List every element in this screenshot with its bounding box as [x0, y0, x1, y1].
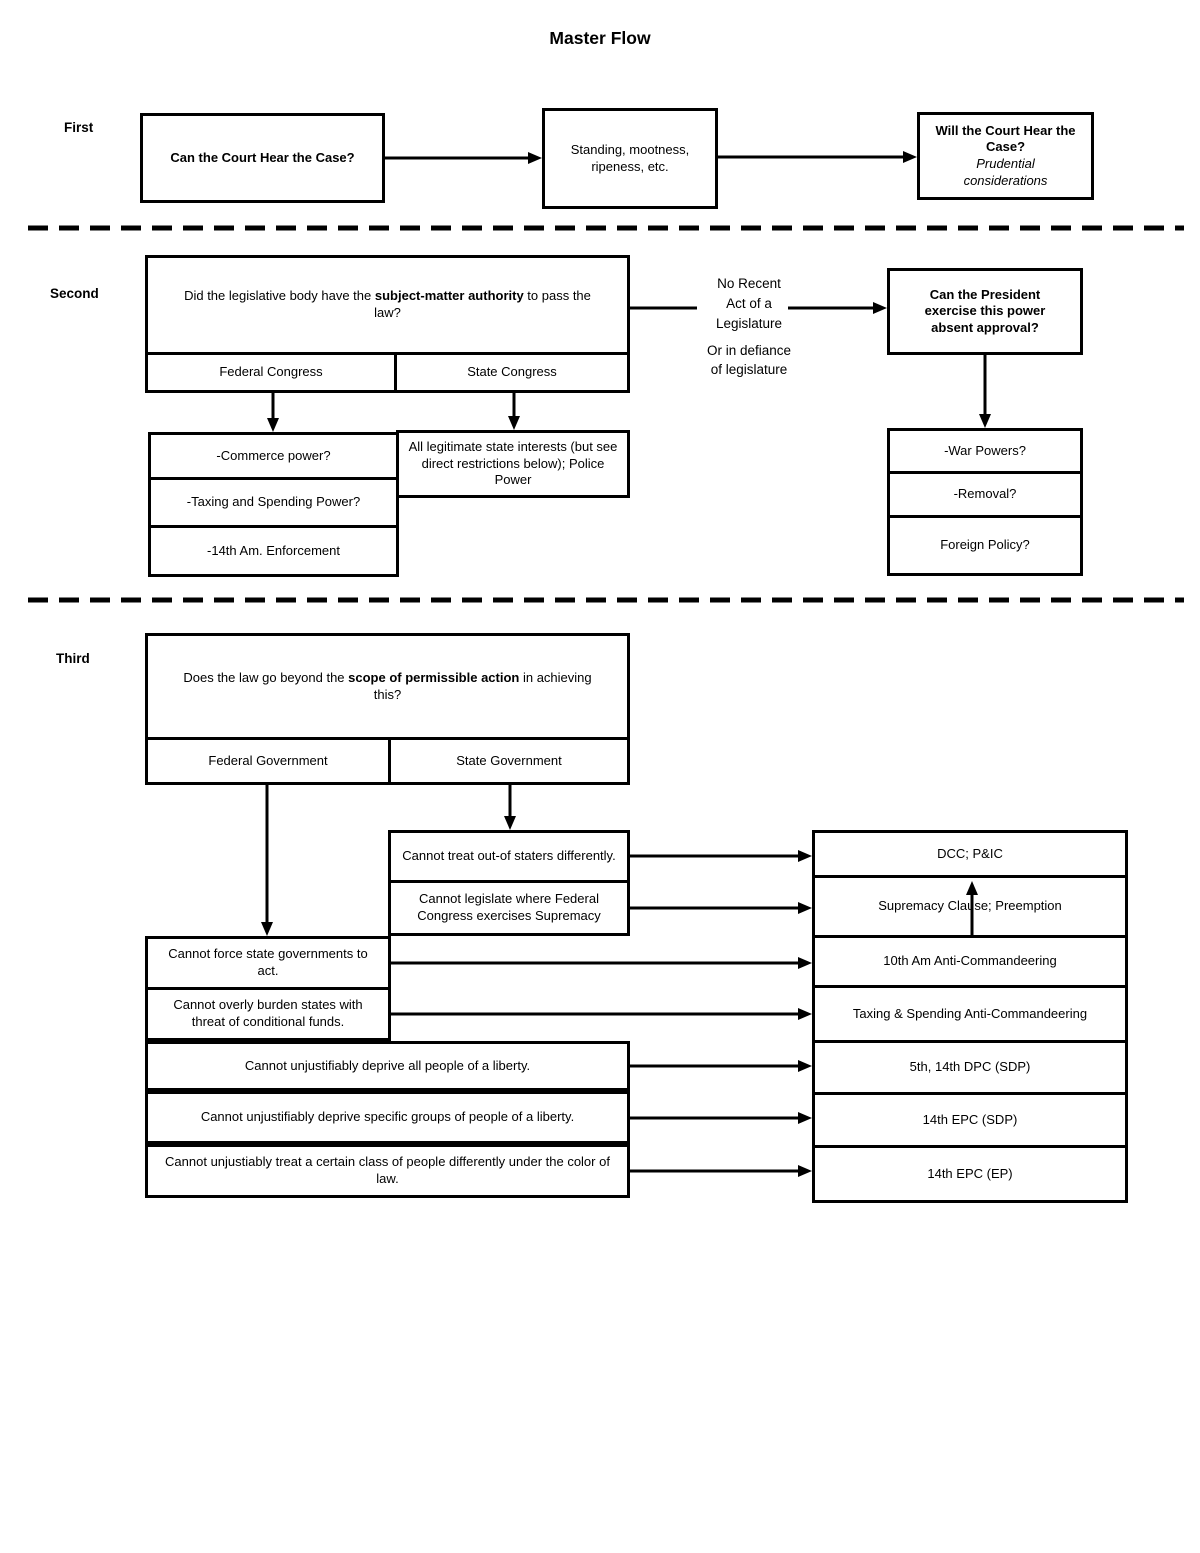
header-federal-government: Federal Government: [145, 737, 391, 785]
box-outcome-supremacy-preemption: Supremacy Clause; Preemption: [812, 875, 1128, 938]
box-deprive-all-people: Cannot unjustifiably deprive all people …: [145, 1041, 630, 1091]
box-treat-class-differently: Cannot unjustiably treat a certain class…: [145, 1144, 630, 1198]
box-president-power-question: Can the President exercise this power ab…: [887, 268, 1083, 355]
box-14th-am-enforcement: -14th Am. Enforcement: [148, 525, 399, 577]
box-outcome-14th-epc-ep: 14th EPC (EP): [812, 1145, 1128, 1203]
question-bold: scope of permissible action: [348, 669, 520, 685]
question-post: to pass the law?: [374, 288, 591, 320]
box-permissible-action-question: Does the law go beyond the scope of perm…: [145, 633, 630, 740]
box-outcome-taxing-spending-anticommandeering: Taxing & Spending Anti-Commandeering: [812, 985, 1128, 1043]
section-label-second: Second: [50, 286, 99, 301]
section-label-third: Third: [56, 651, 90, 666]
box-can-court-hear: Can the Court Hear the Case?: [140, 113, 385, 203]
box-outcome-10th-am-anticommandeering: 10th Am Anti-Commandeering: [812, 935, 1128, 988]
prudential-considerations-text: Prudential considerations: [963, 156, 1048, 188]
box-standing-mootness: Standing, mootness, ripeness, etc.: [542, 108, 718, 209]
box-taxing-spending-power: -Taxing and Spending Power?: [148, 477, 399, 528]
question-pre: Does the law go beyond the: [183, 669, 349, 685]
header-state-congress: State Congress: [394, 352, 630, 393]
section-label-first: First: [64, 120, 94, 135]
page-title: Master Flow: [549, 28, 651, 48]
annotation-in-defiance: Or in defiance of legislature: [706, 343, 792, 377]
box-removal: -Removal?: [887, 471, 1083, 518]
annotation-no-recent-act: No Recent Act of a Legislature: [715, 276, 783, 331]
question-bold: subject-matter authority: [374, 288, 524, 304]
box-cannot-force-states: Cannot force state governments to act.: [145, 936, 391, 990]
question-pre: Did the legislative body have the: [184, 288, 375, 304]
box-foreign-policy: Foreign Policy?: [887, 515, 1083, 576]
header-state-government: State Government: [388, 737, 630, 785]
box-deprive-specific-groups: Cannot unjustifiably deprive specific gr…: [145, 1091, 630, 1144]
will-court-hear-text: Will the Court Hear the Case?: [935, 122, 1076, 155]
box-outcome-dcc-pic: DCC; P&IC: [812, 830, 1128, 878]
box-subject-matter-question: Did the legislative body have the subjec…: [145, 255, 630, 355]
box-legitimate-state-interests: All legitimate state interests (but see …: [396, 430, 630, 498]
box-conditional-funds: Cannot overly burden states with threat …: [145, 987, 391, 1041]
box-will-court-hear: Will the Court Hear the Case? Prudential…: [917, 112, 1094, 200]
question-post: in achieving this?: [373, 669, 592, 702]
box-outcome-5th-14th-dpc: 5th, 14th DPC (SDP): [812, 1040, 1128, 1095]
box-commerce-power: -Commerce power?: [148, 432, 399, 480]
header-federal-congress: Federal Congress: [145, 352, 397, 393]
box-outcome-14th-epc-sdp: 14th EPC (SDP): [812, 1092, 1128, 1148]
box-cannot-legislate-supremacy: Cannot legislate where Federal Congress …: [388, 880, 630, 936]
box-war-powers: -War Powers?: [887, 428, 1083, 474]
box-out-of-staters: Cannot treat out-of staters differently.: [388, 830, 630, 883]
